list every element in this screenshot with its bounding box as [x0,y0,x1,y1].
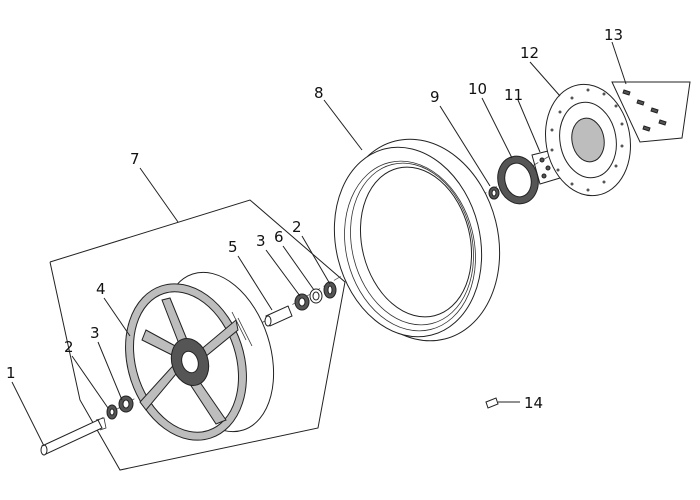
callout-3-right: 3 [256,232,266,250]
callout-12: 12 [520,44,539,62]
callout-6: 6 [274,228,284,246]
nut-part [488,186,500,200]
callout-7: 7 [130,150,140,168]
small-screw [485,397,520,409]
axle-part [40,417,107,456]
brake-disc [545,83,631,197]
callout-2-left: 2 [64,338,74,356]
spacer-sleeve [264,305,293,327]
callout-13: 13 [604,26,623,44]
callout-14: 14 [524,394,543,412]
left-bearing-set [106,395,134,420]
callout-5: 5 [228,238,238,256]
tyre [333,138,501,342]
callout-2-right: 2 [292,218,302,236]
callout-1: 1 [6,364,16,382]
wheel-assembly-boundary [49,199,346,471]
leader-lines [11,41,627,447]
callout-10: 10 [468,80,487,98]
callout-4: 4 [96,280,106,298]
callout-8: 8 [314,84,324,102]
callout-3-left: 3 [90,324,100,342]
callout-9: 9 [430,88,440,106]
wheel-rim [125,271,275,441]
callout-11: 11 [504,86,523,104]
disc-carrier [497,155,539,205]
disc-bolt-set [611,81,691,143]
right-bearing-set [294,281,337,311]
